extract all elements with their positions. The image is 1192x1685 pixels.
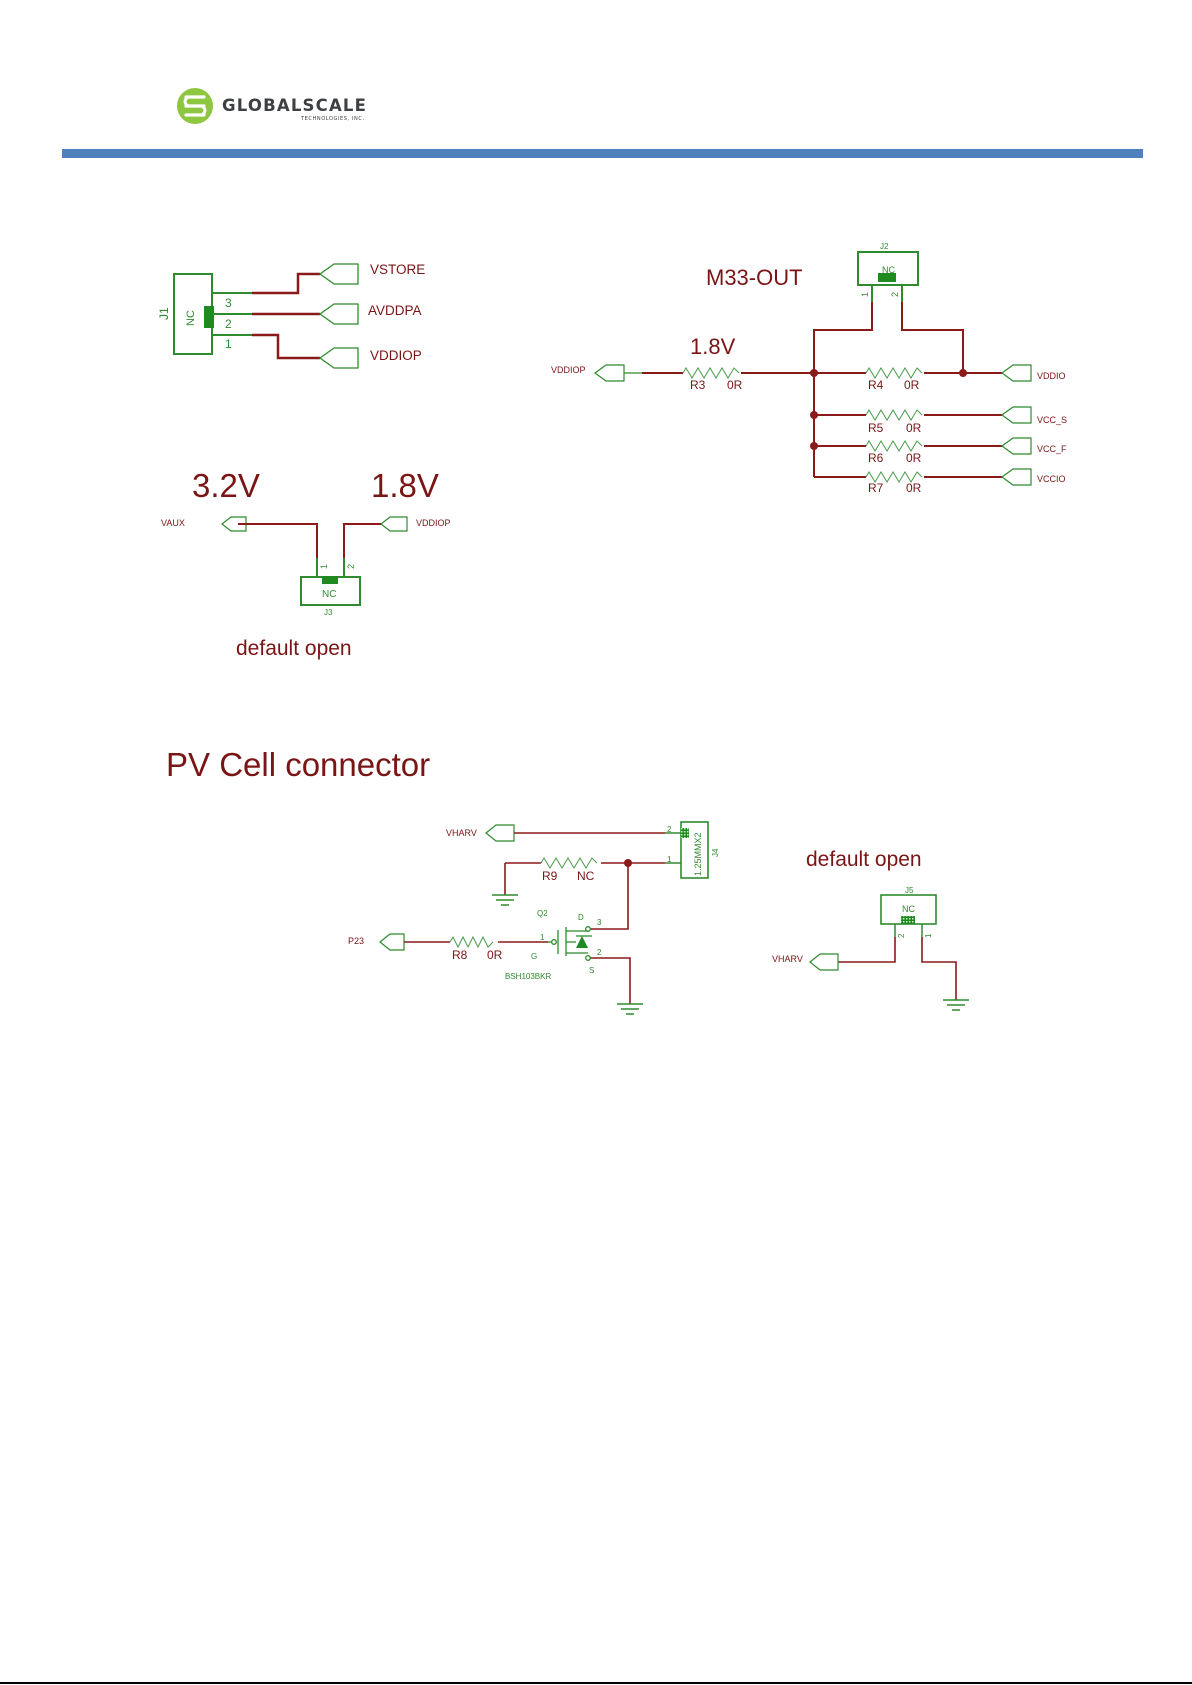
r6-value: 0R (906, 451, 922, 465)
r9-value: NC (577, 869, 595, 883)
j5-pin1: 1 (924, 933, 933, 938)
j3-left-voltage: 3.2V (192, 467, 260, 504)
r9-ref: R9 (542, 869, 558, 883)
j1-value: NC (185, 310, 197, 326)
q2-pin3: 3 (597, 918, 602, 927)
j3-note: default open (236, 637, 352, 660)
j4-ref: J4 (711, 848, 720, 857)
r8-ref: R8 (452, 948, 468, 962)
net-label-vddiop-j1: VDDIOP (370, 348, 422, 363)
r3-value: 0R (727, 378, 743, 392)
pv-ground-symbols (492, 894, 643, 1015)
net-label-vcc-s: VCC_S (1037, 415, 1067, 425)
logo-subtitle: TECHNOLOGIES, INC. (301, 116, 365, 122)
m33-net-labels: VDDIOP VDDIO VCC_S VCC_F VCCIO (551, 365, 1067, 484)
net-label-vddiop-j3: VDDIOP (416, 518, 451, 528)
j4-pin2: 2 (667, 825, 672, 834)
pv-junction (624, 859, 632, 867)
j1-connector: J1 NC 3 2 1 (157, 273, 252, 355)
net-label-p23: P23 (348, 936, 364, 946)
m33-junctions (810, 369, 967, 450)
m33-net-ports (593, 364, 1032, 486)
net-label-vddiop-m33: VDDIOP (551, 365, 586, 375)
m33-resistors (682, 367, 923, 483)
r4-value: 0R (904, 378, 920, 392)
logo-name: GLOBALSCALE (222, 96, 368, 115)
j5-connector: J5 NC 2 1 (880, 886, 937, 938)
j3-right-voltage: 1.8V (371, 467, 439, 504)
r8-value: 0R (487, 948, 503, 962)
j5-ground-icon (943, 999, 969, 1011)
j5-pin2: 2 (897, 933, 906, 938)
j1-ref: J1 (157, 307, 171, 320)
j4-value: 1.25MMX2 (693, 832, 703, 876)
net-label-vharv-j5: VHARV (772, 954, 803, 964)
j1-net-ports (318, 263, 359, 369)
j3-net-ports (221, 516, 408, 532)
pv-resistors (449, 857, 598, 949)
j3-ref: J3 (324, 608, 333, 617)
j2-ref: J2 (880, 242, 889, 251)
footer-rule (0, 1682, 1192, 1684)
net-label-vharv-pv: VHARV (446, 828, 477, 838)
q2-source-label: S (589, 966, 594, 975)
j5-net-port (809, 953, 839, 971)
j3-pin2: 2 (346, 564, 356, 569)
q2-pin2: 2 (597, 948, 602, 957)
m33-voltage: 1.8V (690, 334, 736, 359)
j5-value: NC (902, 904, 915, 914)
pv-title: PV Cell connector (166, 746, 430, 783)
j2-value: NC (882, 265, 895, 275)
j1-pin3: 3 (225, 296, 232, 310)
j5-note: default open (806, 848, 922, 871)
j1-pin2: 2 (225, 317, 232, 331)
net-label-vstore: VSTORE (370, 262, 425, 277)
net-label-vcc-f: VCC_F (1037, 444, 1067, 454)
r3-ref: R3 (690, 378, 706, 392)
j3-value: NC (322, 589, 336, 600)
net-label-avddpa: AVDDPA (368, 303, 422, 318)
r4-ref: R4 (868, 378, 884, 392)
q2-ref: Q2 (537, 909, 548, 918)
m33-resistor-labels: R3 0R R4 0R R5 0R R6 0R R7 0R (690, 378, 922, 495)
j5-ref: J5 (905, 886, 914, 895)
j1-wires (252, 272, 320, 360)
r5-value: 0R (906, 421, 922, 435)
j3-connector: 1 2 NC J3 (300, 558, 361, 617)
header-rule (62, 149, 1143, 158)
q2-gate-label: G (531, 952, 537, 961)
pv-net-ports (379, 824, 515, 951)
j2-connector: J2 NC 1 2 (857, 242, 919, 302)
globalscale-logo-icon (177, 88, 213, 124)
j2-pin1: 1 (860, 292, 870, 297)
r7-ref: R7 (868, 481, 884, 495)
pv-wires (404, 832, 665, 1004)
j5-wires (838, 937, 957, 1000)
r7-value: 0R (906, 481, 922, 495)
q2-pin1: 1 (540, 933, 545, 942)
q2-part: BSH103BKR (505, 972, 551, 981)
j1-pin1: 1 (225, 337, 232, 351)
r6-ref: R6 (868, 451, 884, 465)
net-label-vaux: VAUX (161, 518, 185, 528)
m33-title: M33-OUT (706, 265, 803, 290)
j2-pin2: 2 (890, 292, 900, 297)
net-label-vddio: VDDIO (1037, 371, 1066, 381)
q2-mosfet: Q2 G D S 1 3 2 BSH103BKR (505, 909, 602, 981)
net-label-vccio: VCCIO (1037, 474, 1066, 484)
q2-drain-label: D (578, 913, 584, 922)
j3-wires (238, 523, 381, 558)
j4-pin1: 1 (667, 855, 672, 864)
pv-resistor-labels: R9 NC R8 0R (452, 869, 595, 962)
j3-pin1: 1 (319, 564, 329, 569)
j4-connector: 2 1 1.25MMX2 J4 (665, 821, 720, 879)
r5-ref: R5 (868, 421, 884, 435)
